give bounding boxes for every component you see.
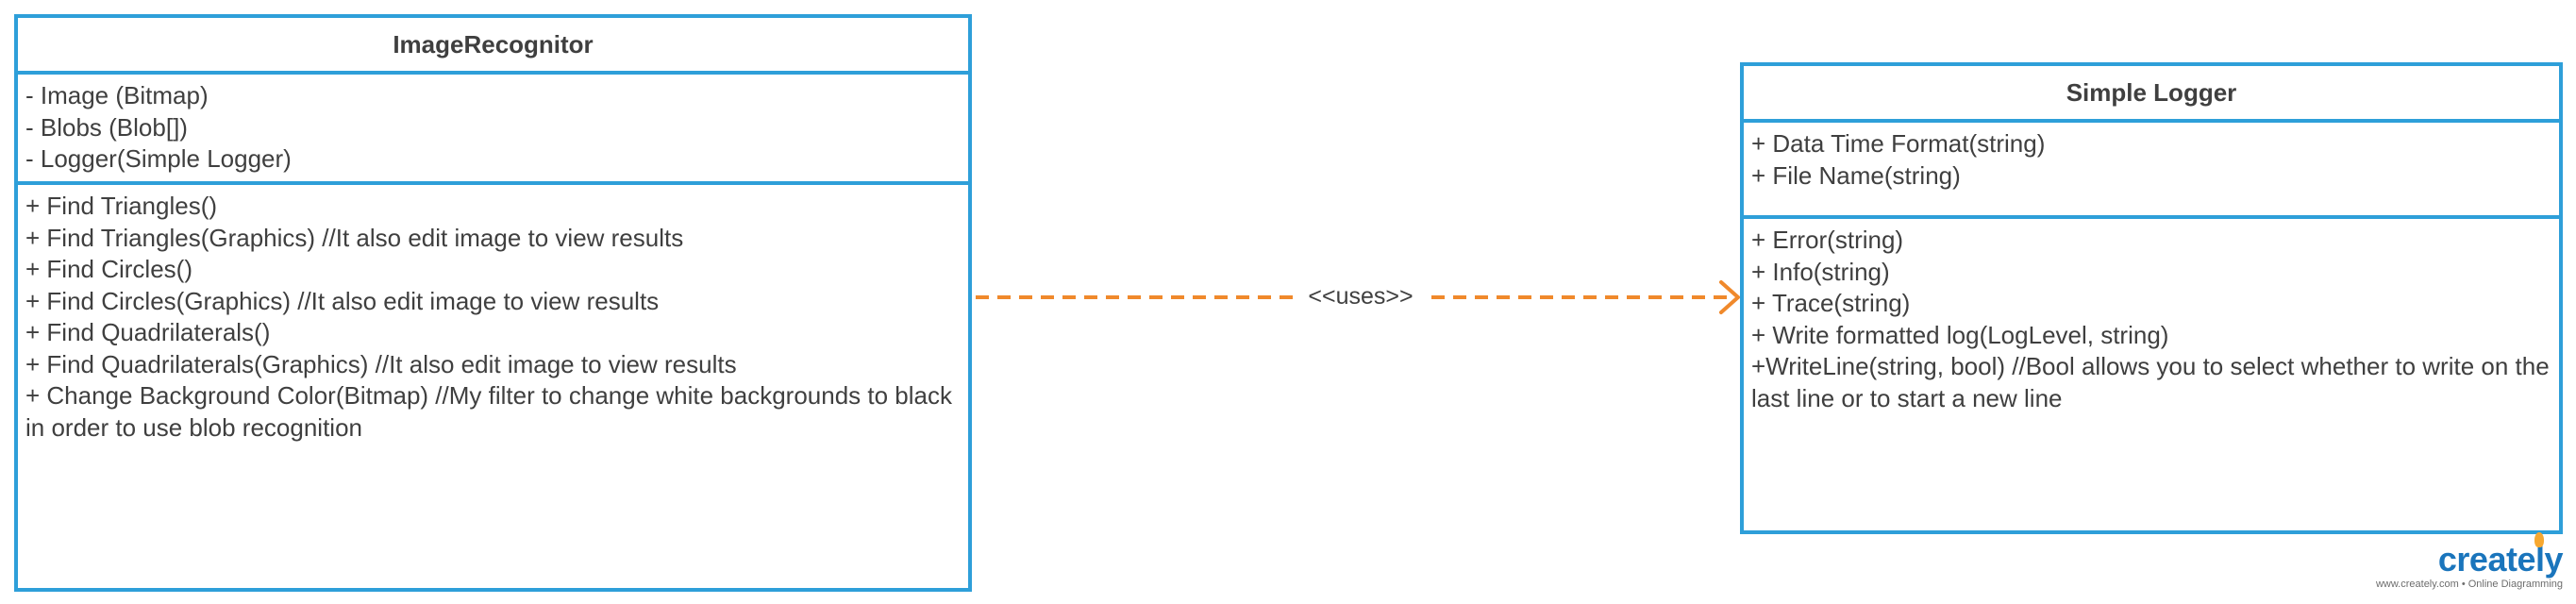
method-item: + Error(string) — [1751, 226, 1904, 254]
attributes-section: + Data Time Format(string) + File Name(s… — [1744, 123, 2559, 219]
bulb-icon — [2534, 532, 2544, 547]
arrowhead-icon — [1719, 280, 1740, 314]
attribute-item: - Logger(Simple Logger) — [25, 144, 292, 173]
methods-section: + Error(string) + Info(string) + Trace(s… — [1744, 219, 2559, 418]
method-item: +WriteLine(string, bool) //Bool allows y… — [1751, 352, 2556, 412]
attribute-item: + File Name(string) — [1751, 160, 1961, 190]
class-name: ImageRecognitor — [18, 18, 968, 75]
class-box-simple-logger[interactable]: Simple Logger + Data Time Format(string)… — [1740, 62, 2563, 534]
method-item: + Find Circles() — [25, 255, 192, 283]
attribute-item: + Data Time Format(string) — [1751, 129, 2046, 158]
method-item: + Info(string) — [1751, 257, 1890, 286]
method-item: + Find Quadrilaterals(Graphics) //It als… — [25, 349, 737, 378]
creately-logo: creately — [2376, 532, 2564, 579]
method-item: + Find Triangles() — [25, 192, 218, 220]
method-item: + Find Quadrilaterals() — [25, 318, 271, 346]
relationship-label: <<uses>> — [1295, 281, 1427, 311]
class-name: Simple Logger — [1744, 66, 2559, 123]
method-item: + Trace(string) — [1751, 289, 1911, 317]
class-box-imagerecognitor[interactable]: ImageRecognitor - Image (Bitmap) - Blobs… — [14, 14, 972, 592]
brand-tagline: www.creately.com • Online Diagramming — [2375, 579, 2563, 590]
brand-watermark: creately www.creately.com • Online Diagr… — [2375, 532, 2564, 591]
method-item: + Write formatted log(LogLevel, string) — [1751, 320, 2169, 349]
attribute-item: - Blobs (Blob[]) — [25, 112, 188, 142]
attributes-section: - Image (Bitmap) - Blobs (Blob[]) - Logg… — [18, 75, 968, 185]
method-item: + Find Triangles(Graphics) //It also edi… — [25, 223, 684, 252]
method-item: + Change Background Color(Bitmap) //My f… — [25, 381, 960, 442]
brand-name: creately — [2437, 540, 2564, 579]
methods-section: + Find Triangles() + Find Triangles(Grap… — [18, 185, 968, 447]
attribute-item: - Image (Bitmap) — [25, 81, 209, 109]
method-item: + Find Circles(Graphics) //It also edit … — [25, 286, 660, 315]
